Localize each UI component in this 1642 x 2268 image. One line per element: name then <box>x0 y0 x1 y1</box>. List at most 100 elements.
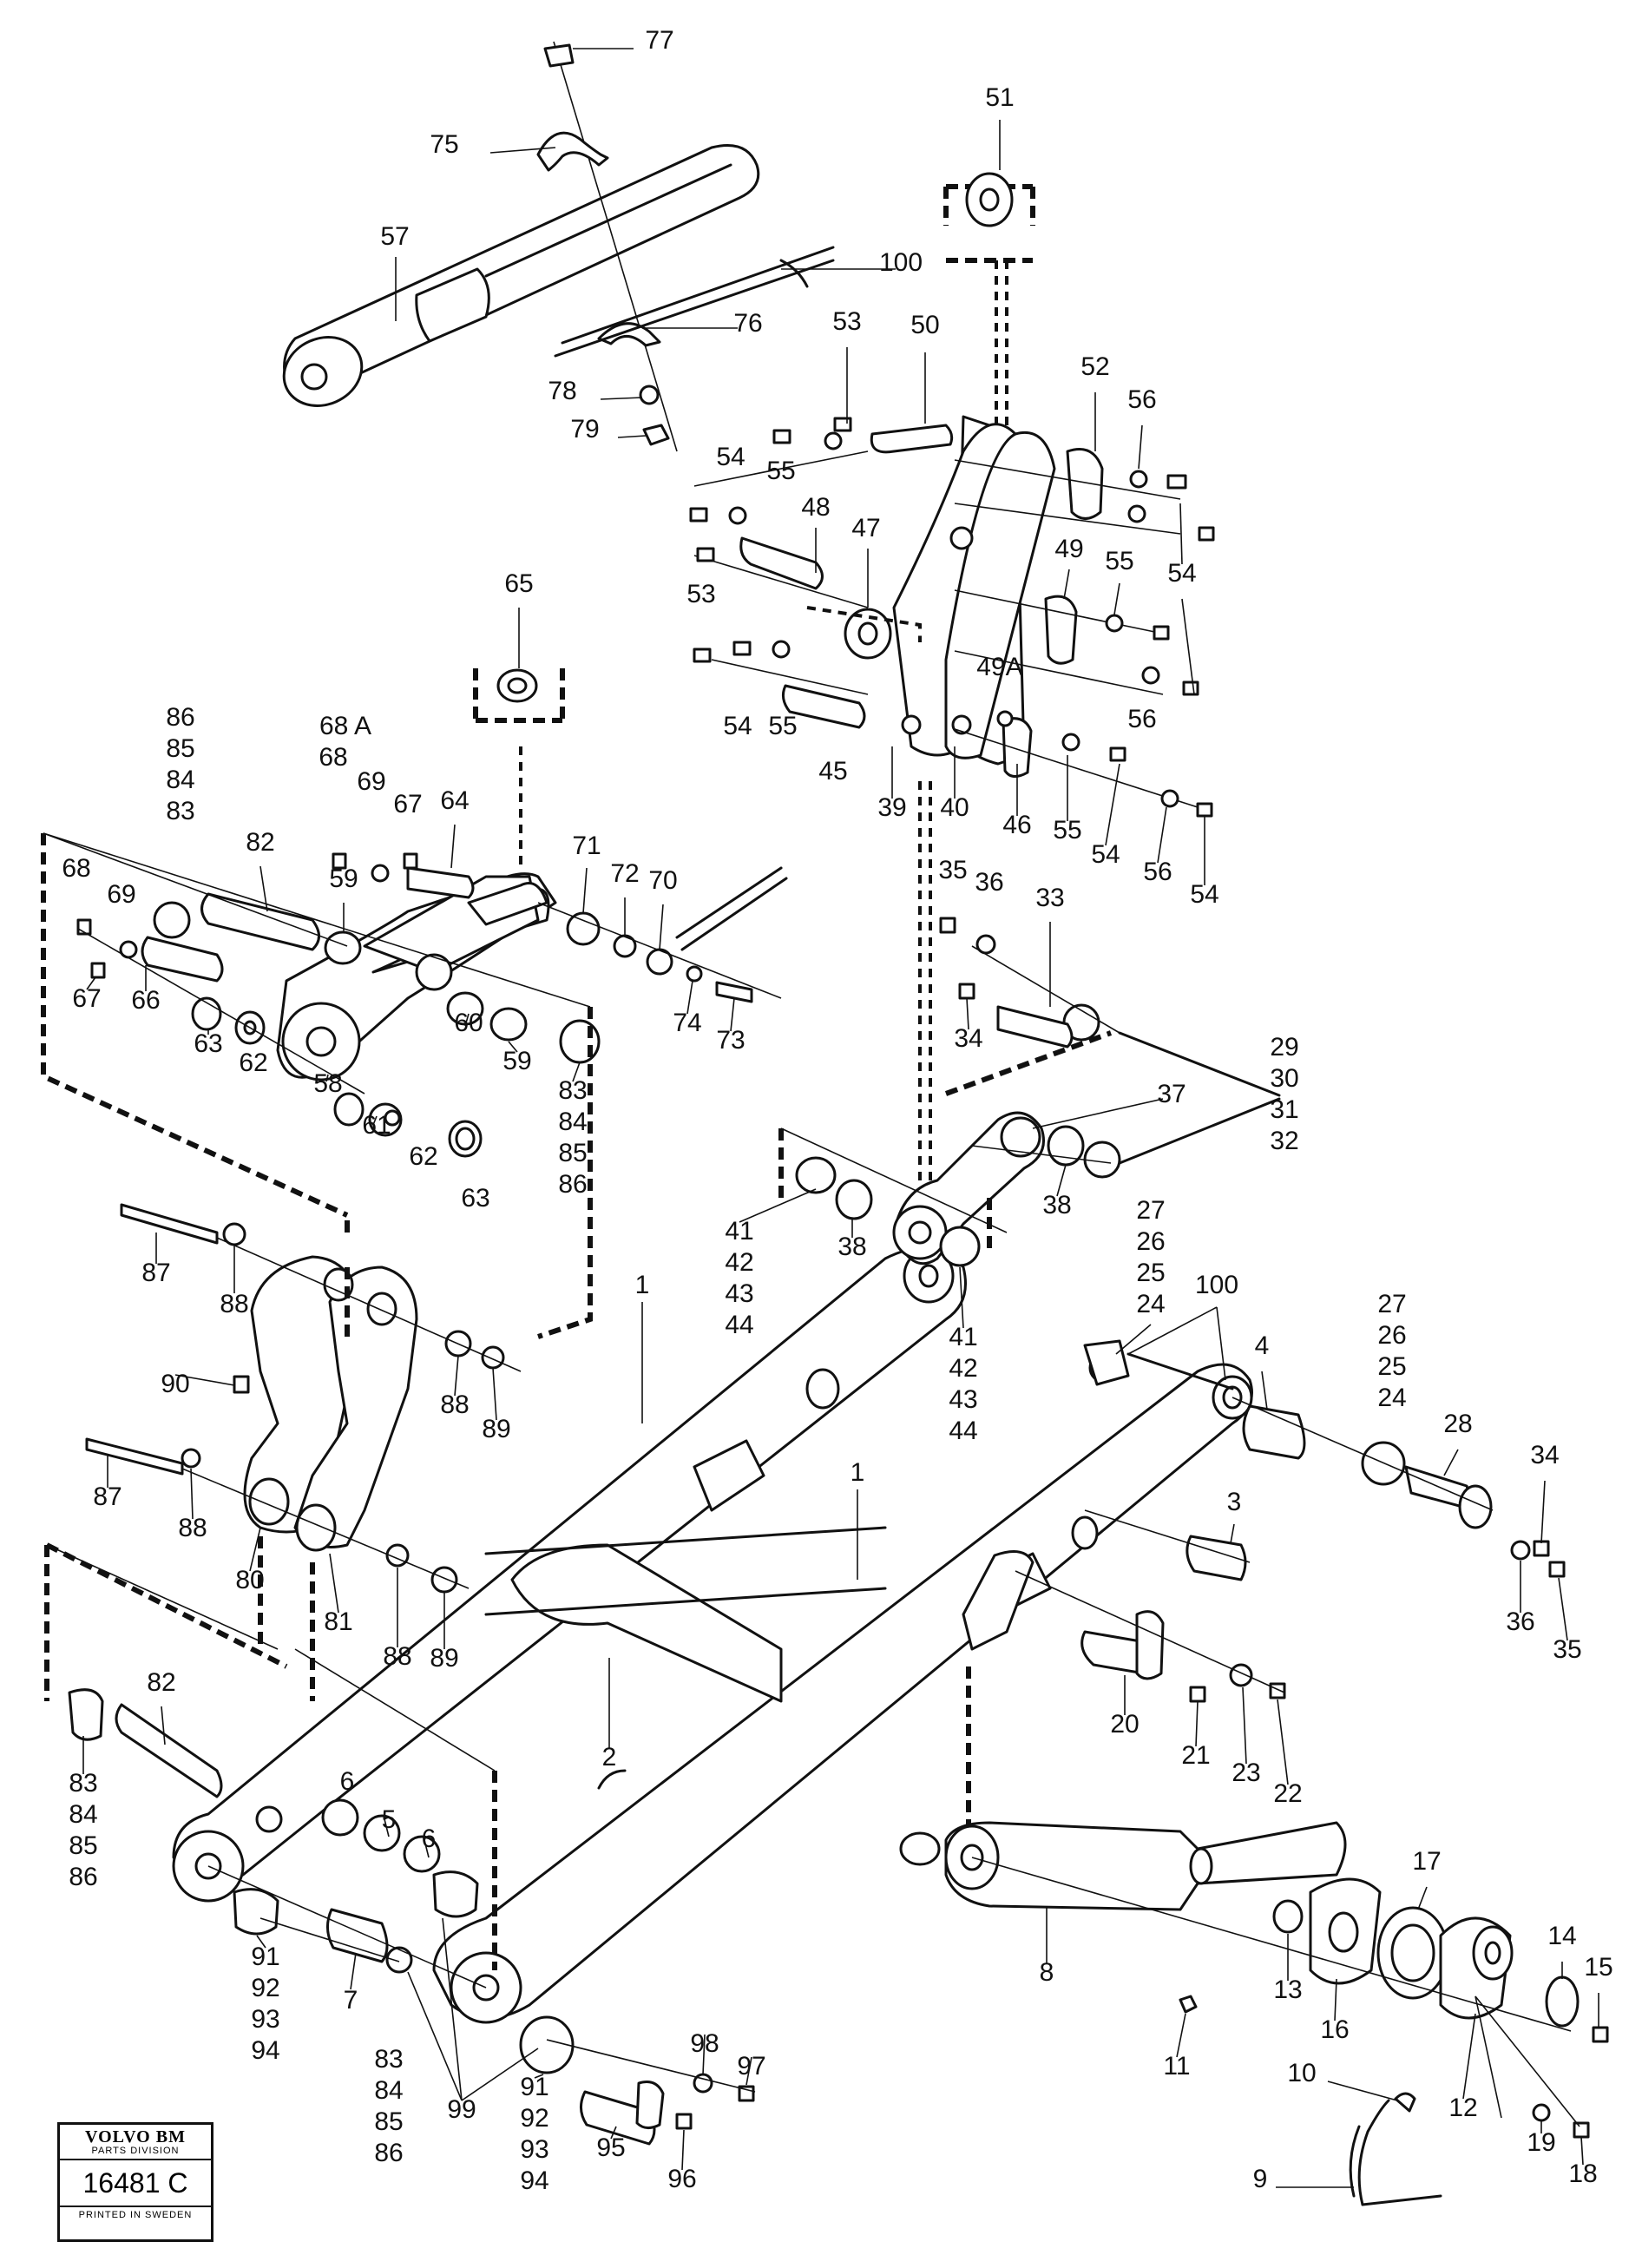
part-number-label: 74 <box>673 1009 701 1037</box>
part-number-label: 94 <box>251 2036 279 2065</box>
part-number-label: 24 <box>1136 1290 1165 1318</box>
part-number-label: 48 <box>801 493 830 522</box>
part-number-label: 51 <box>985 83 1014 112</box>
part-number-label: 65 <box>504 569 533 598</box>
part-number-label: 97 <box>737 2052 765 2081</box>
part-number-label: 70 <box>648 866 677 895</box>
part-number-label: 56 <box>1143 858 1172 886</box>
part-number-label: 30 <box>1270 1064 1298 1093</box>
part-number-label: 35 <box>1553 1635 1581 1664</box>
part-number-label: 18 <box>1568 2160 1597 2188</box>
part-number-label: 59 <box>502 1047 531 1075</box>
part-number-label: 60 <box>454 1009 483 1037</box>
part-number-label: 87 <box>141 1259 170 1287</box>
part-number-label: 67 <box>72 984 101 1013</box>
part-number-label: 23 <box>1232 1759 1260 1787</box>
leader-lines <box>82 48 1599 2188</box>
part-number-label: 68 A <box>319 712 371 740</box>
part-number-label: 4 <box>1255 1331 1270 1360</box>
part-number-label: 11 <box>1163 2052 1190 2081</box>
part-number-label: 57 <box>380 222 409 251</box>
part-number-label: 83 <box>69 1769 97 1798</box>
part-number-label: 36 <box>975 868 1003 897</box>
part-number-label: 24 <box>1377 1384 1406 1412</box>
part-number-label: 55 <box>768 712 797 740</box>
part-number-label: 89 <box>482 1415 510 1443</box>
part-number-label: 35 <box>938 856 967 884</box>
part-number-label: 93 <box>251 2005 279 2034</box>
part-number-label: 88 <box>178 1514 207 1542</box>
part-number-label: 68 <box>62 854 90 883</box>
part-number-label: 56 <box>1127 385 1156 414</box>
part-number-label: 92 <box>251 1974 279 2002</box>
part-number-label: 63 <box>194 1029 222 1058</box>
part-number-label: 17 <box>1412 1847 1441 1876</box>
part-number-label: 37 <box>1157 1080 1186 1108</box>
part-number-label: 82 <box>147 1668 175 1697</box>
part-number-label: 10 <box>1287 2059 1316 2087</box>
part-number-label: 46 <box>1002 811 1031 839</box>
part-number-label: 14 <box>1547 1922 1576 1950</box>
part-number-label: 84 <box>374 2076 403 2105</box>
part-number-label: 86 <box>558 1170 587 1199</box>
part-number-label: 93 <box>520 2135 548 2164</box>
part-number-label: 83 <box>166 797 194 825</box>
part-number-label: 54 <box>723 712 752 740</box>
part-number-label: 64 <box>440 786 469 815</box>
part-number-label: 12 <box>1448 2094 1477 2122</box>
part-number-label: 88 <box>440 1390 469 1419</box>
part-number-label: 96 <box>667 2165 696 2193</box>
part-number-label: 54 <box>1167 559 1196 588</box>
part-number-label: 83 <box>558 1076 587 1105</box>
part-number-label: 40 <box>940 793 969 822</box>
part-number-label: 42 <box>725 1248 753 1277</box>
part-number-label: 85 <box>374 2107 403 2136</box>
part-number-label: 47 <box>851 514 880 542</box>
stamp-drawing-number: 16481 C <box>60 2160 211 2207</box>
publisher-stamp: VOLVO BM PARTS DIVISION 16481 C PRINTED … <box>57 2122 213 2242</box>
part-number-label: 15 <box>1584 1953 1612 1982</box>
part-number-label: 43 <box>949 1385 977 1414</box>
part-number-label: 75 <box>430 130 458 159</box>
part-number-label: 1 <box>635 1271 650 1299</box>
part-number-label: 58 <box>313 1069 342 1098</box>
right-upper-link-assembly <box>778 917 1281 1267</box>
part-number-label: 20 <box>1110 1710 1139 1739</box>
part-number-label: 100 <box>1195 1271 1238 1299</box>
part-number-label: 61 <box>362 1111 391 1140</box>
part-number-label: 8 <box>1040 1958 1054 1987</box>
part-number-label: 56 <box>1127 705 1156 733</box>
part-number-label: 44 <box>725 1311 753 1339</box>
part-number-label: 42 <box>949 1354 977 1383</box>
part-number-label: 2 <box>602 1743 617 1772</box>
part-number-label: 78 <box>548 377 576 405</box>
part-number-label: 9 <box>1253 2165 1268 2193</box>
part-number-label: 98 <box>690 2029 719 2058</box>
part-number-label: 43 <box>725 1279 753 1308</box>
part-number-label: 73 <box>716 1026 745 1055</box>
part-number-label: 29 <box>1270 1033 1298 1062</box>
part-number-label: 22 <box>1273 1779 1302 1808</box>
part-number-label: 25 <box>1377 1352 1406 1381</box>
part-number-label: 87 <box>93 1482 122 1511</box>
part-number-label: 77 <box>645 26 673 55</box>
part-number-label: 52 <box>1080 352 1109 381</box>
part-number-label: 94 <box>520 2166 548 2195</box>
part-number-label: 83 <box>374 2045 403 2074</box>
left-upper-link-assembly <box>41 668 788 1339</box>
part-number-label: 71 <box>572 832 601 860</box>
left-lower-pin-assembly <box>44 1542 756 2146</box>
part-number-label: 100 <box>879 248 923 277</box>
part-number-label: 36 <box>1506 1607 1534 1636</box>
part-number-label: 62 <box>409 1142 437 1171</box>
part-number-label: 16 <box>1320 2015 1349 2044</box>
tilt-cylinder-assembly <box>899 1821 1609 2206</box>
part-number-label: 27 <box>1377 1290 1406 1318</box>
part-number-label: 28 <box>1443 1410 1472 1438</box>
part-number-label: 55 <box>766 457 795 485</box>
part-number-label: 6 <box>340 1767 355 1796</box>
part-number-label: 72 <box>610 859 639 888</box>
part-number-label: 67 <box>393 790 422 818</box>
part-number-label: 63 <box>461 1184 489 1213</box>
